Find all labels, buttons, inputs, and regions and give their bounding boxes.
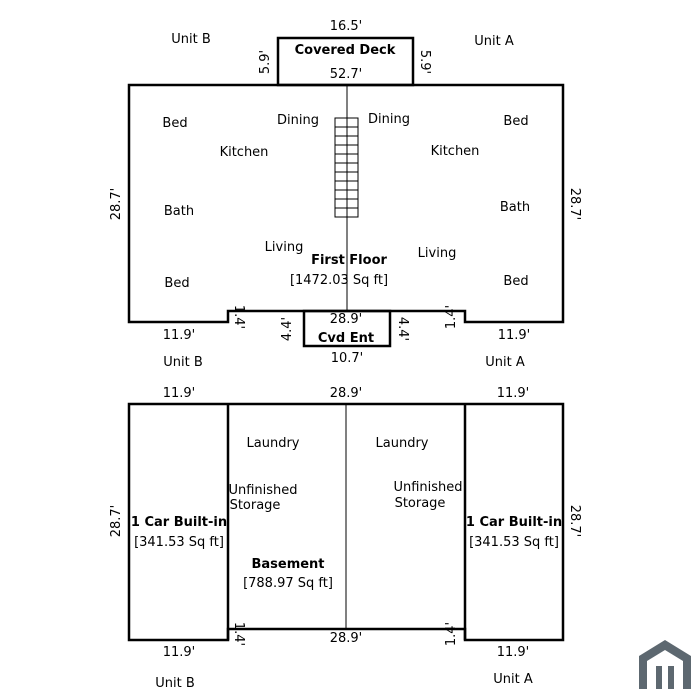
basement-step-left-dimension: 1.4' [231,622,246,646]
basement-bottom-left-width-dimension: 11.9' [163,645,196,660]
unit-a-label-middle: Unit A [485,355,525,370]
entry-depth-right-dimension: 4.4' [395,317,410,341]
first-floor-top-width-dimension: 52.7' [330,67,363,82]
room-laundry-right: Laundry [376,436,429,451]
unit-b-label-bottom: Unit B [155,676,195,691]
stairs [334,117,359,218]
basement-top-middle-width-dimension: 28.9' [330,386,363,401]
first-floor-bottom-right-width-dimension: 11.9' [498,328,531,343]
storage-left-line-2: Storage [230,498,281,513]
basement-area: [788.97 Sq ft] [243,576,333,591]
room-kitchen-right: Kitchen [431,144,480,159]
room-laundry-left: Laundry [247,436,300,451]
first-floor-left-height-dimension: 28.7' [109,188,124,221]
deck-depth-left-dimension: 5.9' [258,50,273,74]
room-bed-right-top: Bed [503,114,528,129]
basement-top-right-width-dimension: 11.9' [497,386,530,401]
basement-step-right-dimension: 1.4' [444,622,459,646]
first-floor-middle-width-dimension: 28.9' [330,312,363,327]
deck-depth-right-dimension: 5.9' [417,50,432,74]
basement-bottom-right-width-dimension: 11.9' [497,645,530,660]
unit-b-label-middle: Unit B [163,355,203,370]
entry-depth-left-dimension: 4.4' [280,317,295,341]
room-bed-left-bottom: Bed [164,276,189,291]
first-floor-area: [1472.03 Sq ft] [290,273,388,288]
room-dining-right: Dining [368,112,410,127]
first-floor-step-right-dimension: 1.4' [444,305,459,329]
unit-b-label-top: Unit B [171,32,211,47]
garage-right-area: [341.53 Sq ft] [469,535,559,550]
basement-bottom-middle-width-dimension: 28.9' [330,631,363,646]
room-dining-left: Dining [277,113,319,128]
basement-top-left-width-dimension: 11.9' [163,386,196,401]
garage-right-label: 1 Car Built-in [466,515,562,530]
first-floor: Unit B Unit A 16.5' Covered Deck 5.9' 5.… [109,19,582,370]
room-bed-right-bottom: Bed [503,274,528,289]
house-icon [639,640,691,689]
room-bed-left-top: Bed [162,116,187,131]
entry-width-dimension: 10.7' [331,351,364,366]
covered-deck-label: Covered Deck [295,43,396,58]
first-floor-step-left-dimension: 1.4' [231,305,246,329]
first-floor-title: First Floor [311,253,387,268]
storage-right-line-1: Unfinished [393,480,462,495]
room-bath-right: Bath [500,200,530,215]
first-floor-bottom-left-width-dimension: 11.9' [163,328,196,343]
storage-right-line-2: Storage [395,496,446,511]
unit-a-label-top: Unit A [474,34,514,49]
first-floor-outline [127,83,565,324]
storage-left-line-1: Unfinished [228,483,297,498]
first-floor-right-height-dimension: 28.7' [567,188,582,221]
basement-title: Basement [251,557,324,572]
deck-width-dimension: 16.5' [330,19,363,34]
basement: 11.9' 28.9' 11.9' 28.7' 28.7' 1 Car Buil… [109,386,582,691]
garage-left-area: [341.53 Sq ft] [134,535,224,550]
basement-left-height-dimension: 28.7' [109,505,124,538]
garage-left-label: 1 Car Built-in [131,515,227,530]
room-living-left: Living [265,240,304,255]
room-kitchen-left: Kitchen [220,145,269,160]
basement-right-height-dimension: 28.7' [567,505,582,538]
room-bath-left: Bath [164,204,194,219]
unit-a-label-bottom: Unit A [493,672,533,687]
covered-entry-label: Cvd Ent [318,331,374,346]
room-living-right: Living [418,246,457,261]
